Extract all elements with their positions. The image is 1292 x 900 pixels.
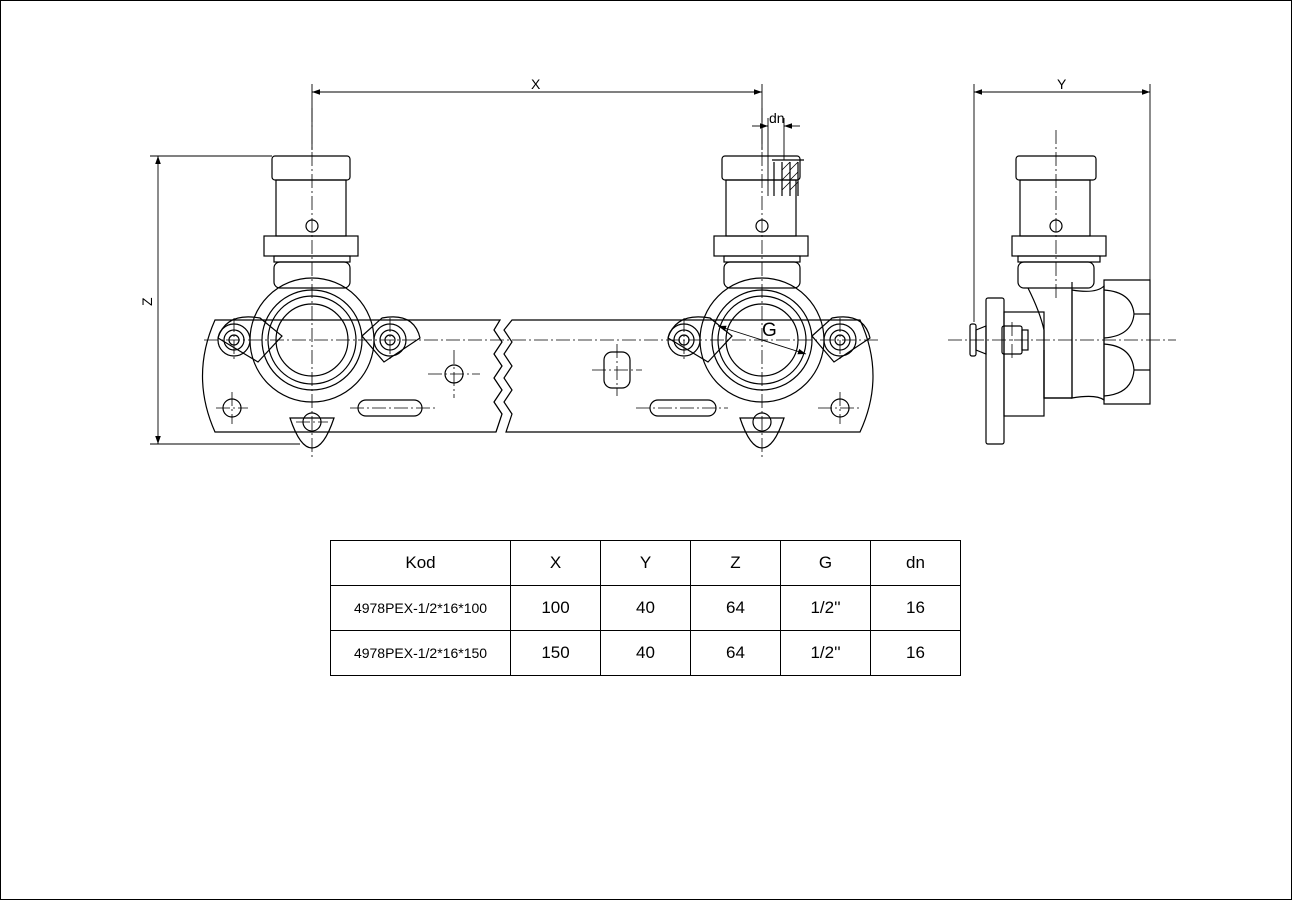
table-row: 4978PEX-1/2*16*100 100 40 64 1/2'' 16 — [330, 585, 961, 631]
center-lines — [204, 108, 880, 460]
specification-table: Kod X Y Z G dn 4978PEX-1/2*16*100 100 40… — [330, 540, 961, 676]
cell-g: 1/2'' — [780, 585, 871, 631]
cell-dn: 16 — [870, 585, 961, 631]
cell-x: 150 — [510, 630, 601, 676]
cell-kod: 4978PEX-1/2*16*150 — [330, 630, 511, 676]
cell-y: 40 — [600, 585, 691, 631]
dim-y-label: Y — [1057, 76, 1067, 92]
header-z: Z — [690, 540, 781, 586]
cell-x: 100 — [510, 585, 601, 631]
front-view — [202, 155, 874, 449]
table-row: 4978PEX-1/2*16*150 150 40 64 1/2'' 16 — [330, 630, 961, 676]
cell-kod: 4978PEX-1/2*16*100 — [330, 585, 511, 631]
dim-dn-label: dn — [769, 110, 785, 126]
dimension-lines — [150, 84, 807, 445]
side-view — [969, 155, 1151, 445]
header-x: X — [510, 540, 601, 586]
cell-z: 64 — [690, 585, 781, 631]
side-center-lines — [948, 130, 1176, 358]
dim-z-label: Z — [139, 297, 155, 306]
cell-z: 64 — [690, 630, 781, 676]
table-header-row: Kod X Y Z G dn — [330, 540, 961, 586]
header-kod: Kod — [330, 540, 511, 586]
cell-dn: 16 — [870, 630, 961, 676]
side-dimension-lines — [973, 84, 1151, 322]
dim-x-label: X — [531, 76, 541, 92]
cell-g: 1/2'' — [780, 630, 871, 676]
cell-y: 40 — [600, 630, 691, 676]
dim-g-label: G — [762, 320, 777, 341]
header-g: G — [780, 540, 871, 586]
header-y: Y — [600, 540, 691, 586]
header-dn: dn — [870, 540, 961, 586]
